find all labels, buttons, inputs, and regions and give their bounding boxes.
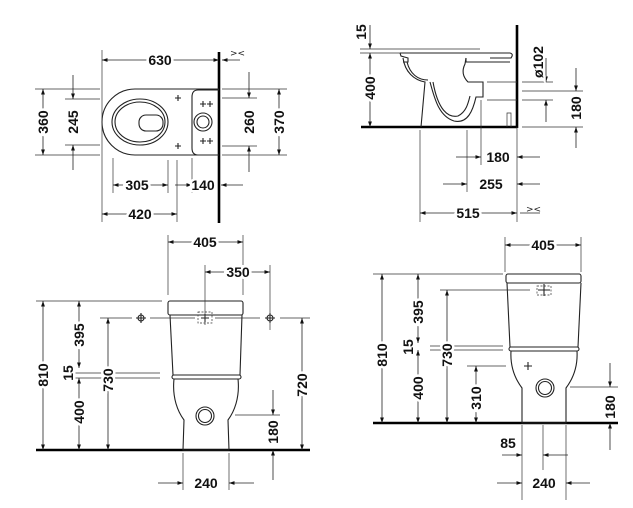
dimension-label: 630 xyxy=(148,52,172,68)
dimension-label: 730 xyxy=(100,368,116,392)
bowl-body xyxy=(510,350,578,424)
outlet-inner xyxy=(197,408,213,424)
dimension-label: 255 xyxy=(479,176,503,192)
tank-ring xyxy=(171,374,242,380)
dimension-label: 180 xyxy=(568,96,584,120)
dimension-label: 395 xyxy=(410,300,426,324)
outlet-circle xyxy=(193,112,213,132)
outlet-circle xyxy=(535,378,555,398)
dimension-label: 515 xyxy=(456,205,480,221)
wall-symbol: >< xyxy=(230,49,245,59)
dimension-label: 405 xyxy=(193,234,217,250)
tank-body xyxy=(169,314,243,376)
dimension-label: 400 xyxy=(71,400,87,424)
dimension-label: 405 xyxy=(531,237,555,253)
dimension-label: ø102 xyxy=(530,46,546,78)
dimension-label: 180 xyxy=(602,395,618,419)
seat-profile xyxy=(399,52,513,63)
side-section-view: >< xyxy=(361,25,541,215)
flush-pipe xyxy=(506,112,512,127)
dimension-label: 15 xyxy=(353,24,369,40)
fixing-marks xyxy=(175,95,213,149)
dimension-label: 720 xyxy=(294,373,310,397)
dimension-lines xyxy=(35,25,618,500)
top-plan-view: >< xyxy=(101,49,245,223)
dimension-label: 310 xyxy=(468,386,484,410)
dimension-label: 420 xyxy=(128,206,152,222)
seat-outline xyxy=(111,98,169,146)
tank-outline xyxy=(191,89,219,156)
tank-lid xyxy=(167,300,244,316)
dimension-label: 245 xyxy=(65,110,81,134)
wall-symbol: >< xyxy=(526,205,541,215)
bowl-profile xyxy=(402,57,484,128)
dimension-label: 370 xyxy=(271,110,287,134)
dimension-label: 180 xyxy=(265,420,281,444)
bowl-body xyxy=(173,378,239,451)
bowl-opening xyxy=(138,114,164,132)
tank-ring xyxy=(508,346,580,352)
dimension-label: 240 xyxy=(194,475,218,491)
dimension-label: 400 xyxy=(410,376,426,400)
dimension-labels: 630 360 245 260 370 305 140 420 15 400 ø102 180 180 2… xyxy=(33,22,621,494)
front-elevation-right xyxy=(373,273,618,425)
toilet-outline xyxy=(101,88,219,156)
dimension-label: 360 xyxy=(35,110,51,134)
dimension-label: 240 xyxy=(532,475,556,491)
dimension-label: 810 xyxy=(35,363,51,387)
dimension-label: 810 xyxy=(374,343,390,367)
dimension-label: 15 xyxy=(60,365,76,381)
dimension-label: 350 xyxy=(226,264,250,280)
dimension-label: 400 xyxy=(362,76,378,100)
dimension-label: 260 xyxy=(241,110,257,134)
seat-inner xyxy=(114,101,166,143)
dimension-label: 180 xyxy=(486,149,510,165)
outlet-circle xyxy=(195,406,215,426)
tank-lid xyxy=(505,273,582,284)
dimension-label: 85 xyxy=(500,435,516,451)
dimension-label: 395 xyxy=(71,323,87,347)
outlet-inner xyxy=(196,115,210,129)
dimension-label: 730 xyxy=(439,343,455,367)
outlet-inner xyxy=(537,380,553,396)
fixing-cross xyxy=(524,284,550,370)
dimension-label: 15 xyxy=(400,339,416,355)
dimension-label: 305 xyxy=(125,177,149,193)
dimension-label: 140 xyxy=(191,177,215,193)
